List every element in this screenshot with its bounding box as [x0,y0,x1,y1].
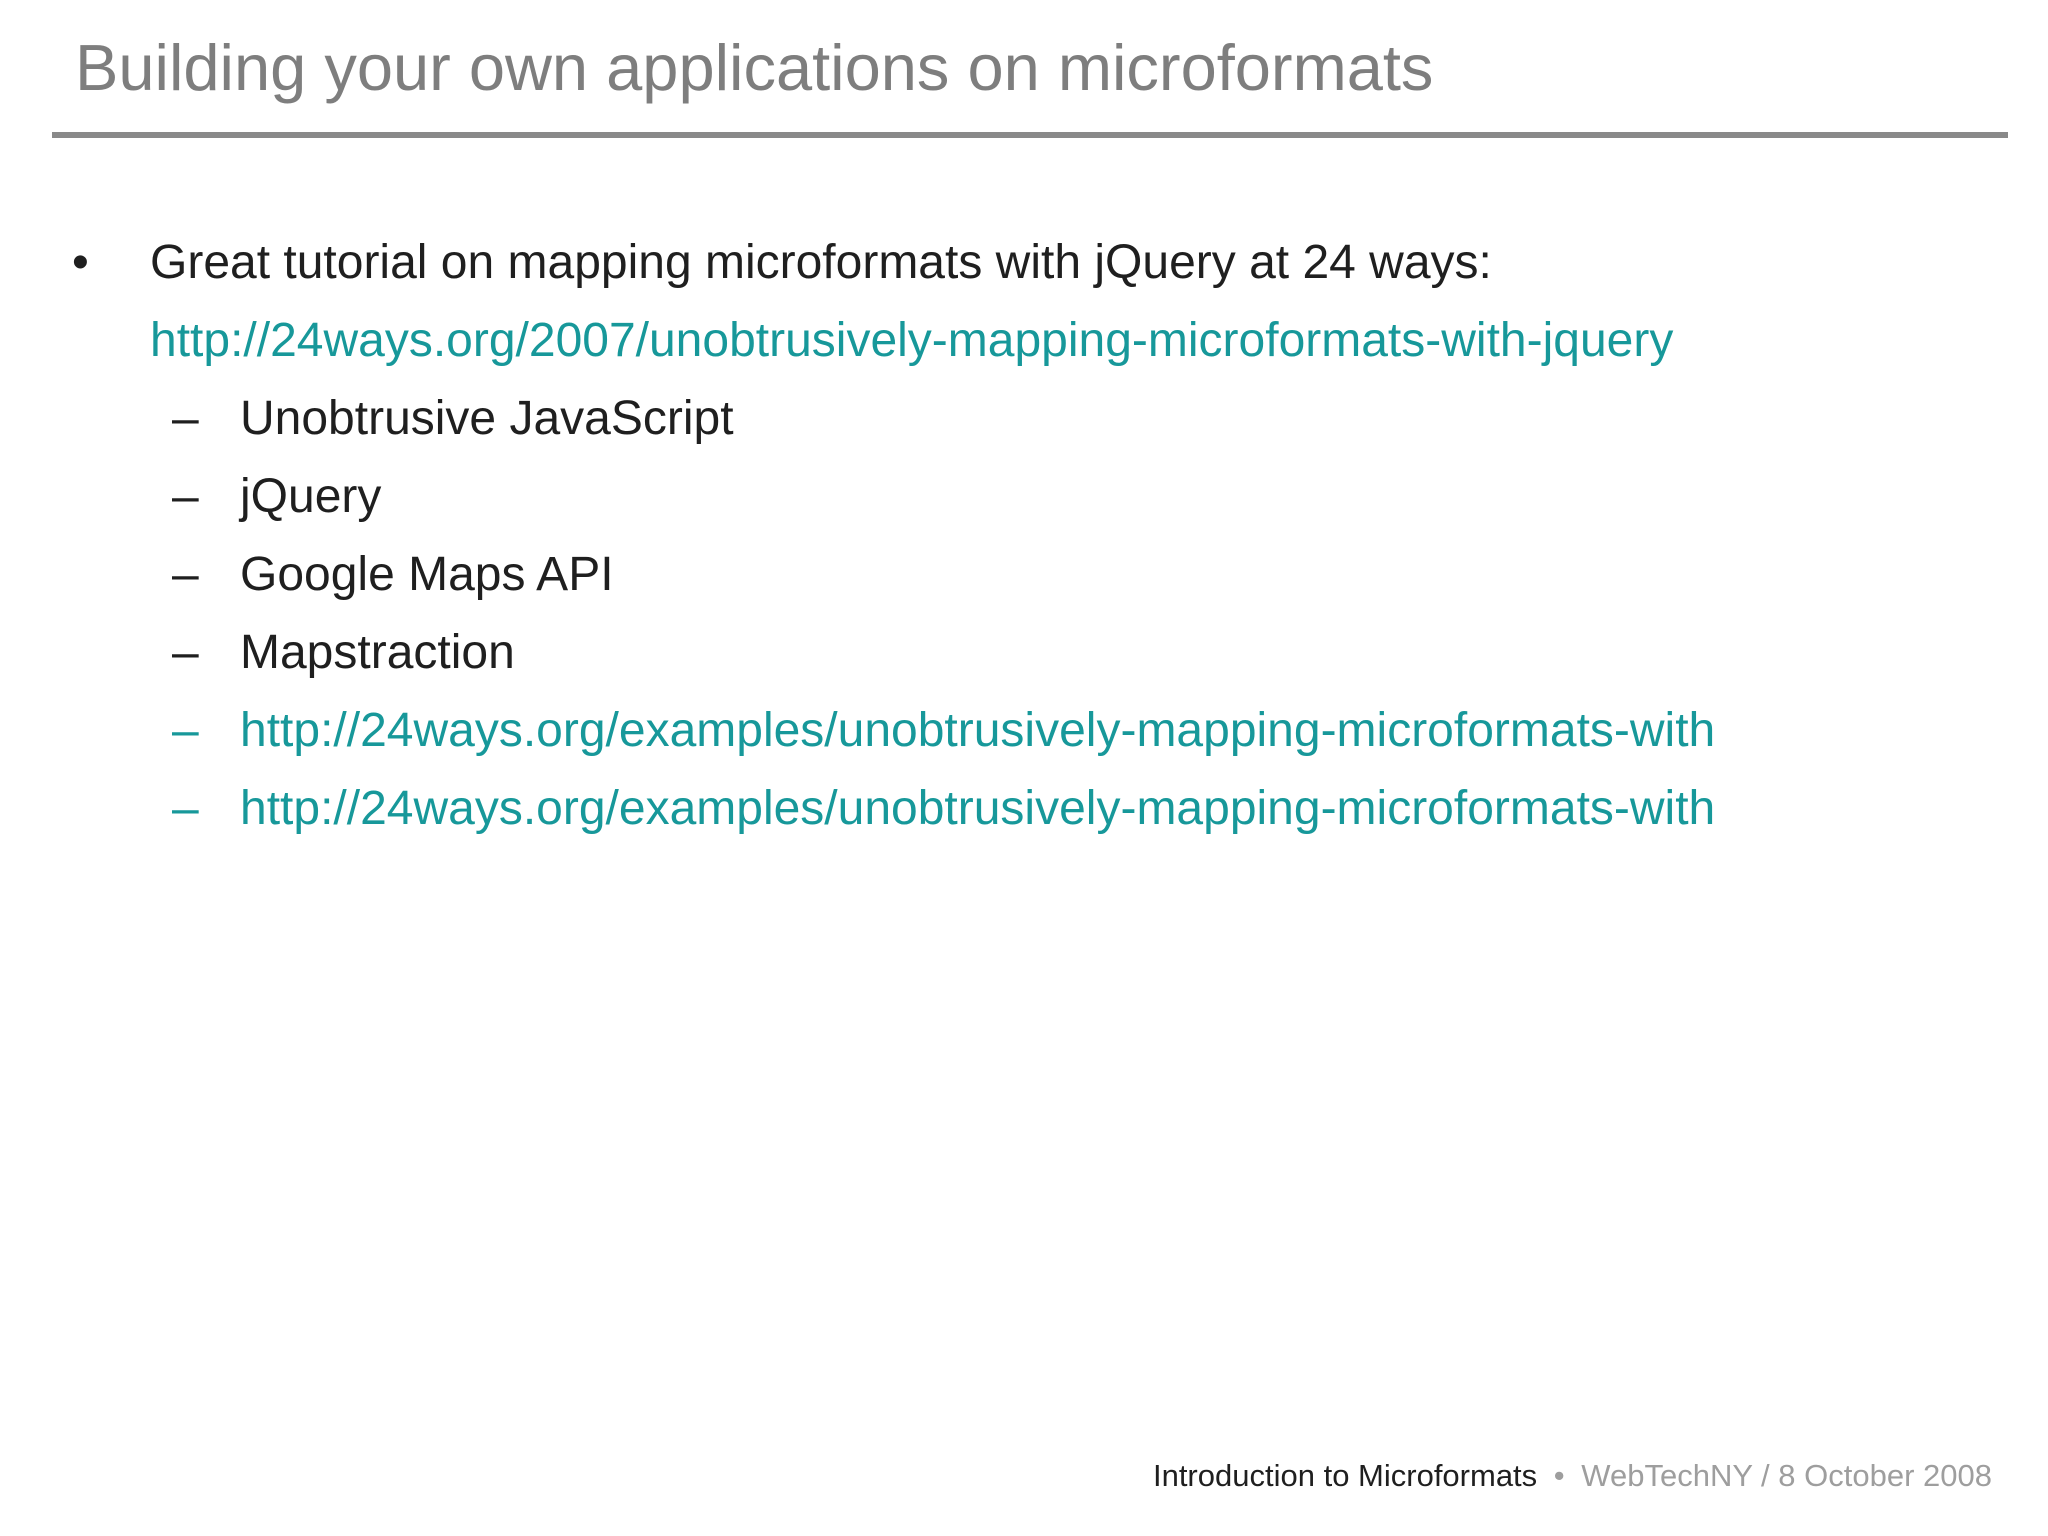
example-url-link-1[interactable]: http://24ways.org/examples/unobtrusively… [240,704,1716,757]
list-item: – http://24ways.org/examples/unobtrusive… [0,770,2048,848]
footer-deck-title: Introduction to Microformats [1152,1458,1538,1493]
list-item: – jQuery [0,458,2048,536]
dash-marker: – [172,782,199,835]
dash-marker: – [172,704,199,757]
sub-item-google-maps-api: Google Maps API [240,548,614,601]
dash-marker: – [172,392,199,445]
page-title: Building your own applications on microf… [75,31,1434,104]
dash-marker: – [172,470,199,523]
sub-item-mapstraction: Mapstraction [240,626,515,679]
dash-marker: – [172,548,199,601]
sub-item-jquery: jQuery [240,470,382,523]
footer-credit: Introduction to Microformats • WebTechNY… [1153,1458,1992,1494]
list-item: – Google Maps API [0,536,2048,614]
list-item: – Mapstraction [0,614,2048,692]
slide-body: • Great tutorial on mapping microformats… [0,224,2048,848]
sub-item-unobtrusive-javascript: Unobtrusive JavaScript [240,392,734,445]
bullet-text: Great tutorial on mapping microformats w… [150,236,1492,289]
title-underline-rule [52,132,2008,138]
dash-marker: – [172,626,199,679]
list-item: – Unobtrusive JavaScript [0,380,2048,458]
list-item: http://24ways.org/2007/unobtrusively-map… [0,302,2048,380]
footer-separator: • [1553,1458,1565,1493]
bullet-marker: • [72,236,89,289]
tutorial-url-link[interactable]: http://24ways.org/2007/unobtrusively-map… [150,314,1674,367]
footer-meta: WebTechNY / 8 October 2008 [1581,1458,1992,1493]
list-item: • Great tutorial on mapping microformats… [0,224,2048,302]
list-item: – http://24ways.org/examples/unobtrusive… [0,692,2048,770]
example-url-link-2[interactable]: http://24ways.org/examples/unobtrusively… [240,782,1716,835]
